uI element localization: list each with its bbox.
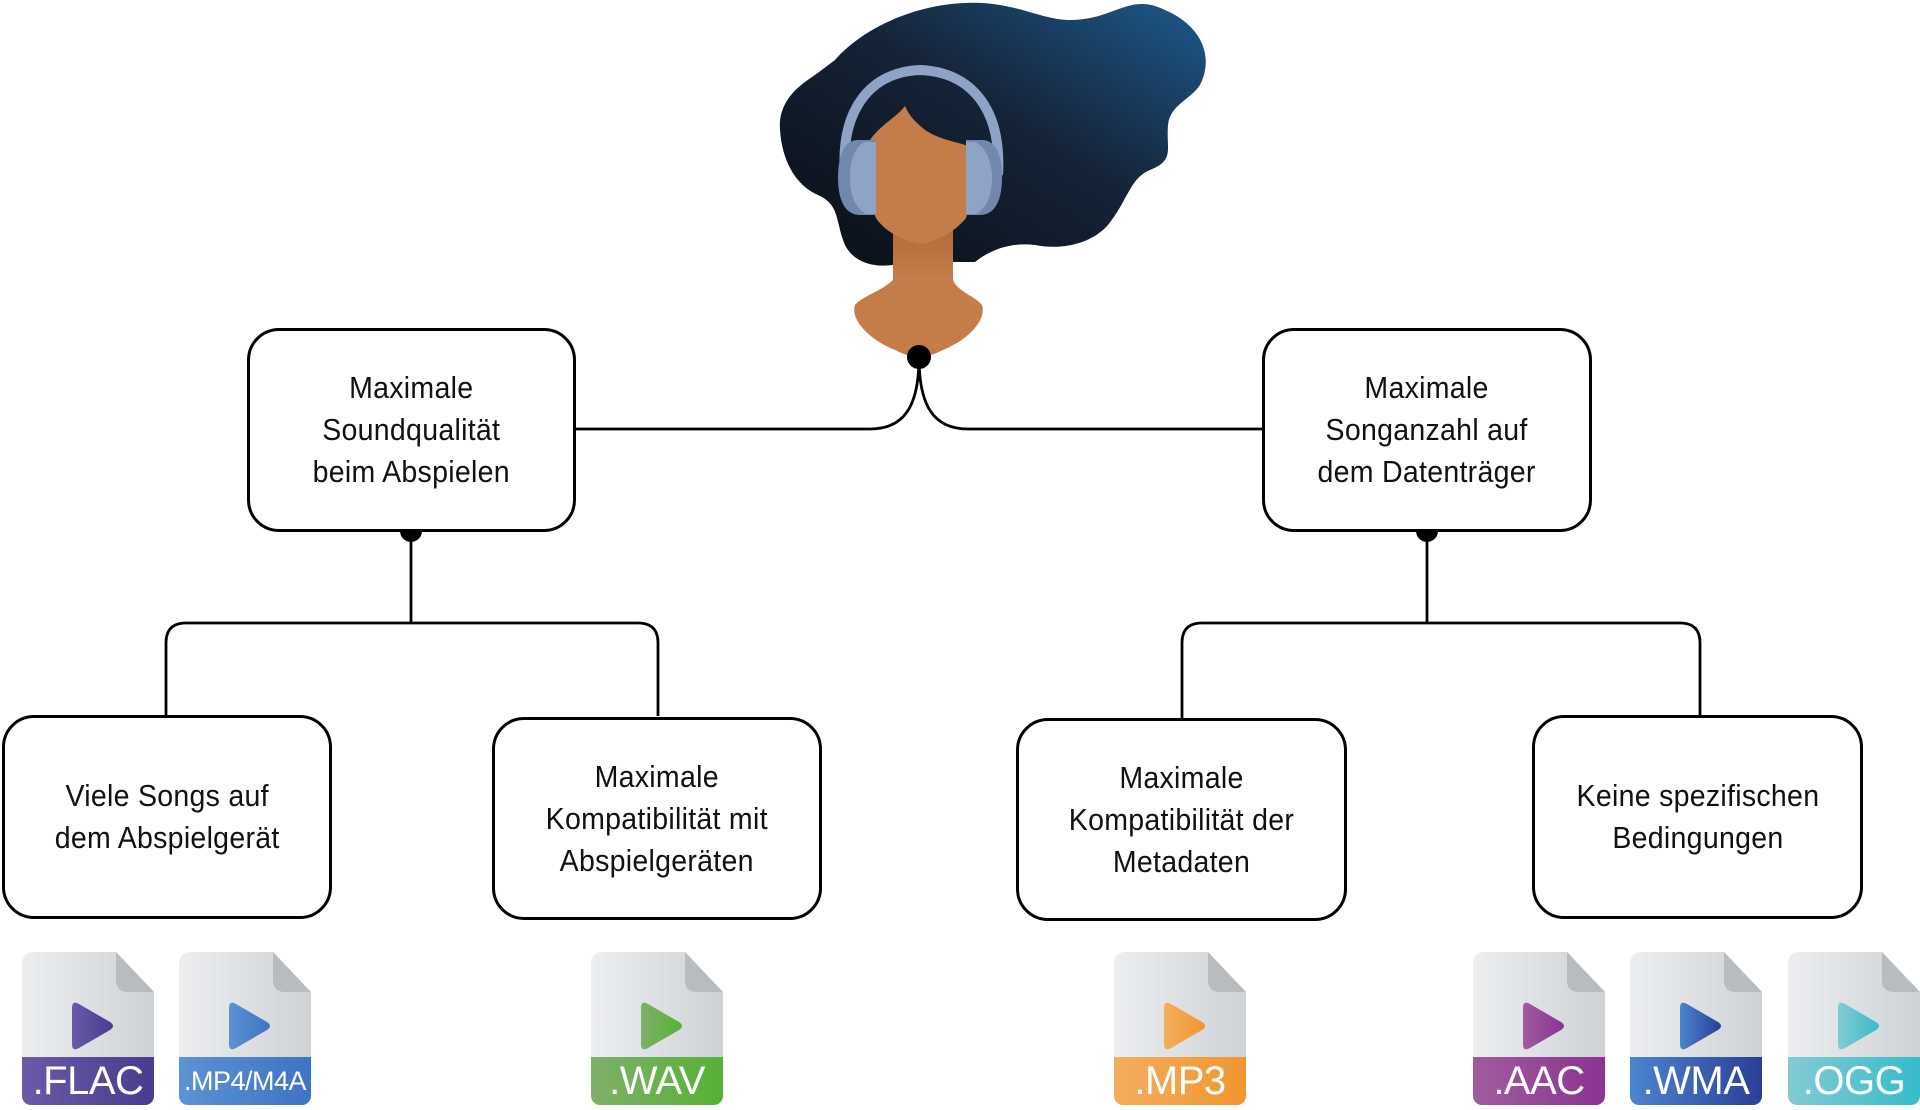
root-node-dot bbox=[907, 345, 931, 369]
criterion-label: Maximale Kompatibilität mit Abspielgerät… bbox=[545, 758, 769, 878]
file-format-icon: .FLAC bbox=[22, 952, 154, 1105]
file-fold bbox=[273, 952, 311, 992]
file-format-icon: .WAV bbox=[591, 952, 723, 1105]
criterion-node-device-compatibility: Maximale Kompatibilität mit Abspielgerät… bbox=[492, 717, 822, 920]
file-format-icon: .MP3 bbox=[1114, 952, 1246, 1105]
file-fold bbox=[116, 952, 154, 992]
left-branch-bar bbox=[164, 621, 660, 716]
criterion-node-many-songs: Viele Songs auf dem Abspielgerät bbox=[2, 715, 332, 919]
criterion-node-no-conditions: Keine spezifischen Bedingungen bbox=[1532, 715, 1863, 919]
play-icon bbox=[229, 1002, 270, 1050]
criterion-label: Viele Songs auf dem Abspielgerät bbox=[54, 778, 280, 855]
file-format-icon: .OGG bbox=[1788, 952, 1920, 1105]
criterion-label: Maximale Kompatibilität der Metadaten bbox=[1068, 759, 1295, 879]
play-icon bbox=[1164, 1002, 1205, 1050]
person-headphones-icon bbox=[779, 2, 1206, 357]
file-fold bbox=[1882, 952, 1920, 992]
file-fold bbox=[1208, 952, 1246, 992]
file-fold bbox=[1567, 952, 1605, 992]
file-format-label: .OGG bbox=[1788, 1057, 1920, 1105]
neck bbox=[854, 225, 983, 357]
headphones-band bbox=[839, 64, 1004, 176]
file-format-icon: .AAC bbox=[1473, 952, 1605, 1105]
goal-node-sound-quality: Maximale Soundqualität beim Abspielen bbox=[247, 328, 576, 532]
play-icon bbox=[72, 1002, 113, 1050]
connector-to-right-goal bbox=[917, 356, 1262, 431]
root-connector bbox=[575, 356, 1262, 431]
goal-node-song-count: Maximale Songanzahl auf dem Datenträger bbox=[1262, 328, 1592, 532]
file-format-icon: .WMA bbox=[1630, 952, 1762, 1105]
file-fold bbox=[685, 952, 723, 992]
left-ear-cup-front bbox=[850, 142, 876, 214]
face bbox=[868, 106, 971, 244]
file-format-label: .WAV bbox=[591, 1057, 723, 1105]
criterion-label: Keine spezifischen Bedingungen bbox=[1576, 778, 1819, 855]
right-ear-cup-front bbox=[966, 142, 992, 214]
file-fold bbox=[1724, 952, 1762, 992]
file-format-icon: .MP4/M4A bbox=[179, 952, 311, 1105]
file-format-label: .AAC bbox=[1473, 1057, 1605, 1105]
play-icon bbox=[1838, 1002, 1879, 1050]
file-format-label: .MP3 bbox=[1114, 1057, 1246, 1105]
right-branch-connector bbox=[1180, 531, 1702, 718]
connector-to-left-goal bbox=[575, 356, 921, 431]
play-icon bbox=[1680, 1002, 1721, 1050]
criterion-node-metadata-compatibility: Maximale Kompatibilität der Metadaten bbox=[1016, 718, 1347, 921]
left-branch-connector bbox=[164, 531, 660, 716]
file-format-label: .WMA bbox=[1630, 1057, 1762, 1105]
right-branch-bar bbox=[1180, 621, 1702, 718]
file-format-label: .MP4/M4A bbox=[179, 1057, 311, 1105]
file-format-label: .FLAC bbox=[22, 1057, 154, 1105]
goal-label: Maximale Songanzahl auf dem Datenträger bbox=[1317, 370, 1537, 489]
play-icon bbox=[1523, 1002, 1564, 1050]
goal-label: Maximale Soundqualität beim Abspielen bbox=[312, 370, 511, 489]
play-icon bbox=[641, 1002, 682, 1050]
